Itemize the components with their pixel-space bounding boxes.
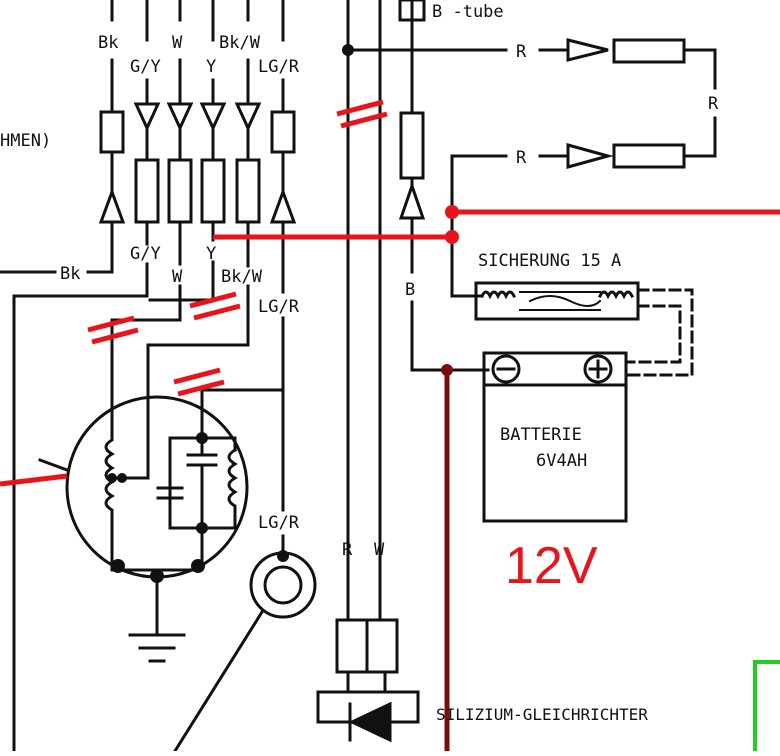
r-mid-label: R bbox=[516, 148, 527, 168]
rectifier-r-label: R bbox=[342, 540, 353, 560]
r-top-label: R bbox=[516, 42, 527, 62]
rectifier bbox=[316, 618, 420, 743]
fuse-label: SICHERUNG 15 A bbox=[478, 251, 621, 271]
r-side-label: R bbox=[708, 94, 719, 114]
mid-wire-y: Y bbox=[206, 244, 216, 264]
fuse-dashed-link bbox=[624, 288, 694, 377]
top-wire-bk: Bk bbox=[98, 33, 118, 53]
lower-connectors bbox=[98, 158, 297, 224]
r-loop bbox=[450, 38, 717, 298]
b-wire-label: B bbox=[405, 280, 415, 300]
annotation-dark-red-line bbox=[441, 364, 453, 751]
ground-icon bbox=[128, 633, 186, 663]
upper-connectors bbox=[99, 102, 296, 182]
top-wire-y: Y bbox=[206, 57, 216, 77]
annotation-red-lines bbox=[0, 99, 780, 487]
battery-spec: 6V4AH bbox=[536, 451, 587, 471]
rectifier-w-label: W bbox=[374, 540, 385, 560]
labels: B -tube HMEN) Bk G/Y W Y Bk/W LG/R Bk G/… bbox=[0, 2, 719, 724]
indicator-lamp-icon bbox=[172, 551, 317, 754]
junction-dots bbox=[107, 44, 354, 583]
rectifier-label: SILIZIUM-GLEICHRICHTER bbox=[436, 705, 648, 724]
battery-plus-icon bbox=[583, 354, 613, 384]
top-wire-w: W bbox=[172, 33, 183, 53]
mid-wire-gy: G/Y bbox=[130, 244, 161, 264]
coil-icon bbox=[104, 398, 115, 572]
b-tube-label: B -tube bbox=[432, 2, 504, 22]
top-wire-gy: G/Y bbox=[130, 57, 161, 77]
top-wire-bkw: Bk/W bbox=[219, 33, 261, 53]
battery-minus-icon bbox=[491, 354, 521, 384]
mid-wire-bk: Bk bbox=[60, 264, 80, 284]
battery-title: BATTERIE bbox=[500, 425, 582, 445]
voltage-annotation: 12V bbox=[505, 537, 598, 595]
connector-bank-wires bbox=[0, 0, 285, 753]
center-bus bbox=[346, 0, 508, 622]
mid-wire-w: W bbox=[172, 267, 183, 287]
battery bbox=[482, 351, 628, 523]
lgr-lamp-label: LG/R bbox=[258, 513, 300, 533]
top-wire-lgr: LG/R bbox=[258, 57, 300, 77]
coil-icon bbox=[227, 447, 238, 530]
fuse-icon bbox=[450, 281, 640, 321]
annotation-red-dots bbox=[445, 205, 459, 244]
diode-icon bbox=[348, 701, 392, 743]
annotation-green-box bbox=[753, 660, 780, 751]
mid-wire-bkw: Bk/W bbox=[221, 267, 263, 287]
hmen-label: HMEN) bbox=[0, 131, 51, 151]
mid-wire-lgr: LG/R bbox=[258, 297, 300, 317]
generator bbox=[38, 395, 249, 637]
